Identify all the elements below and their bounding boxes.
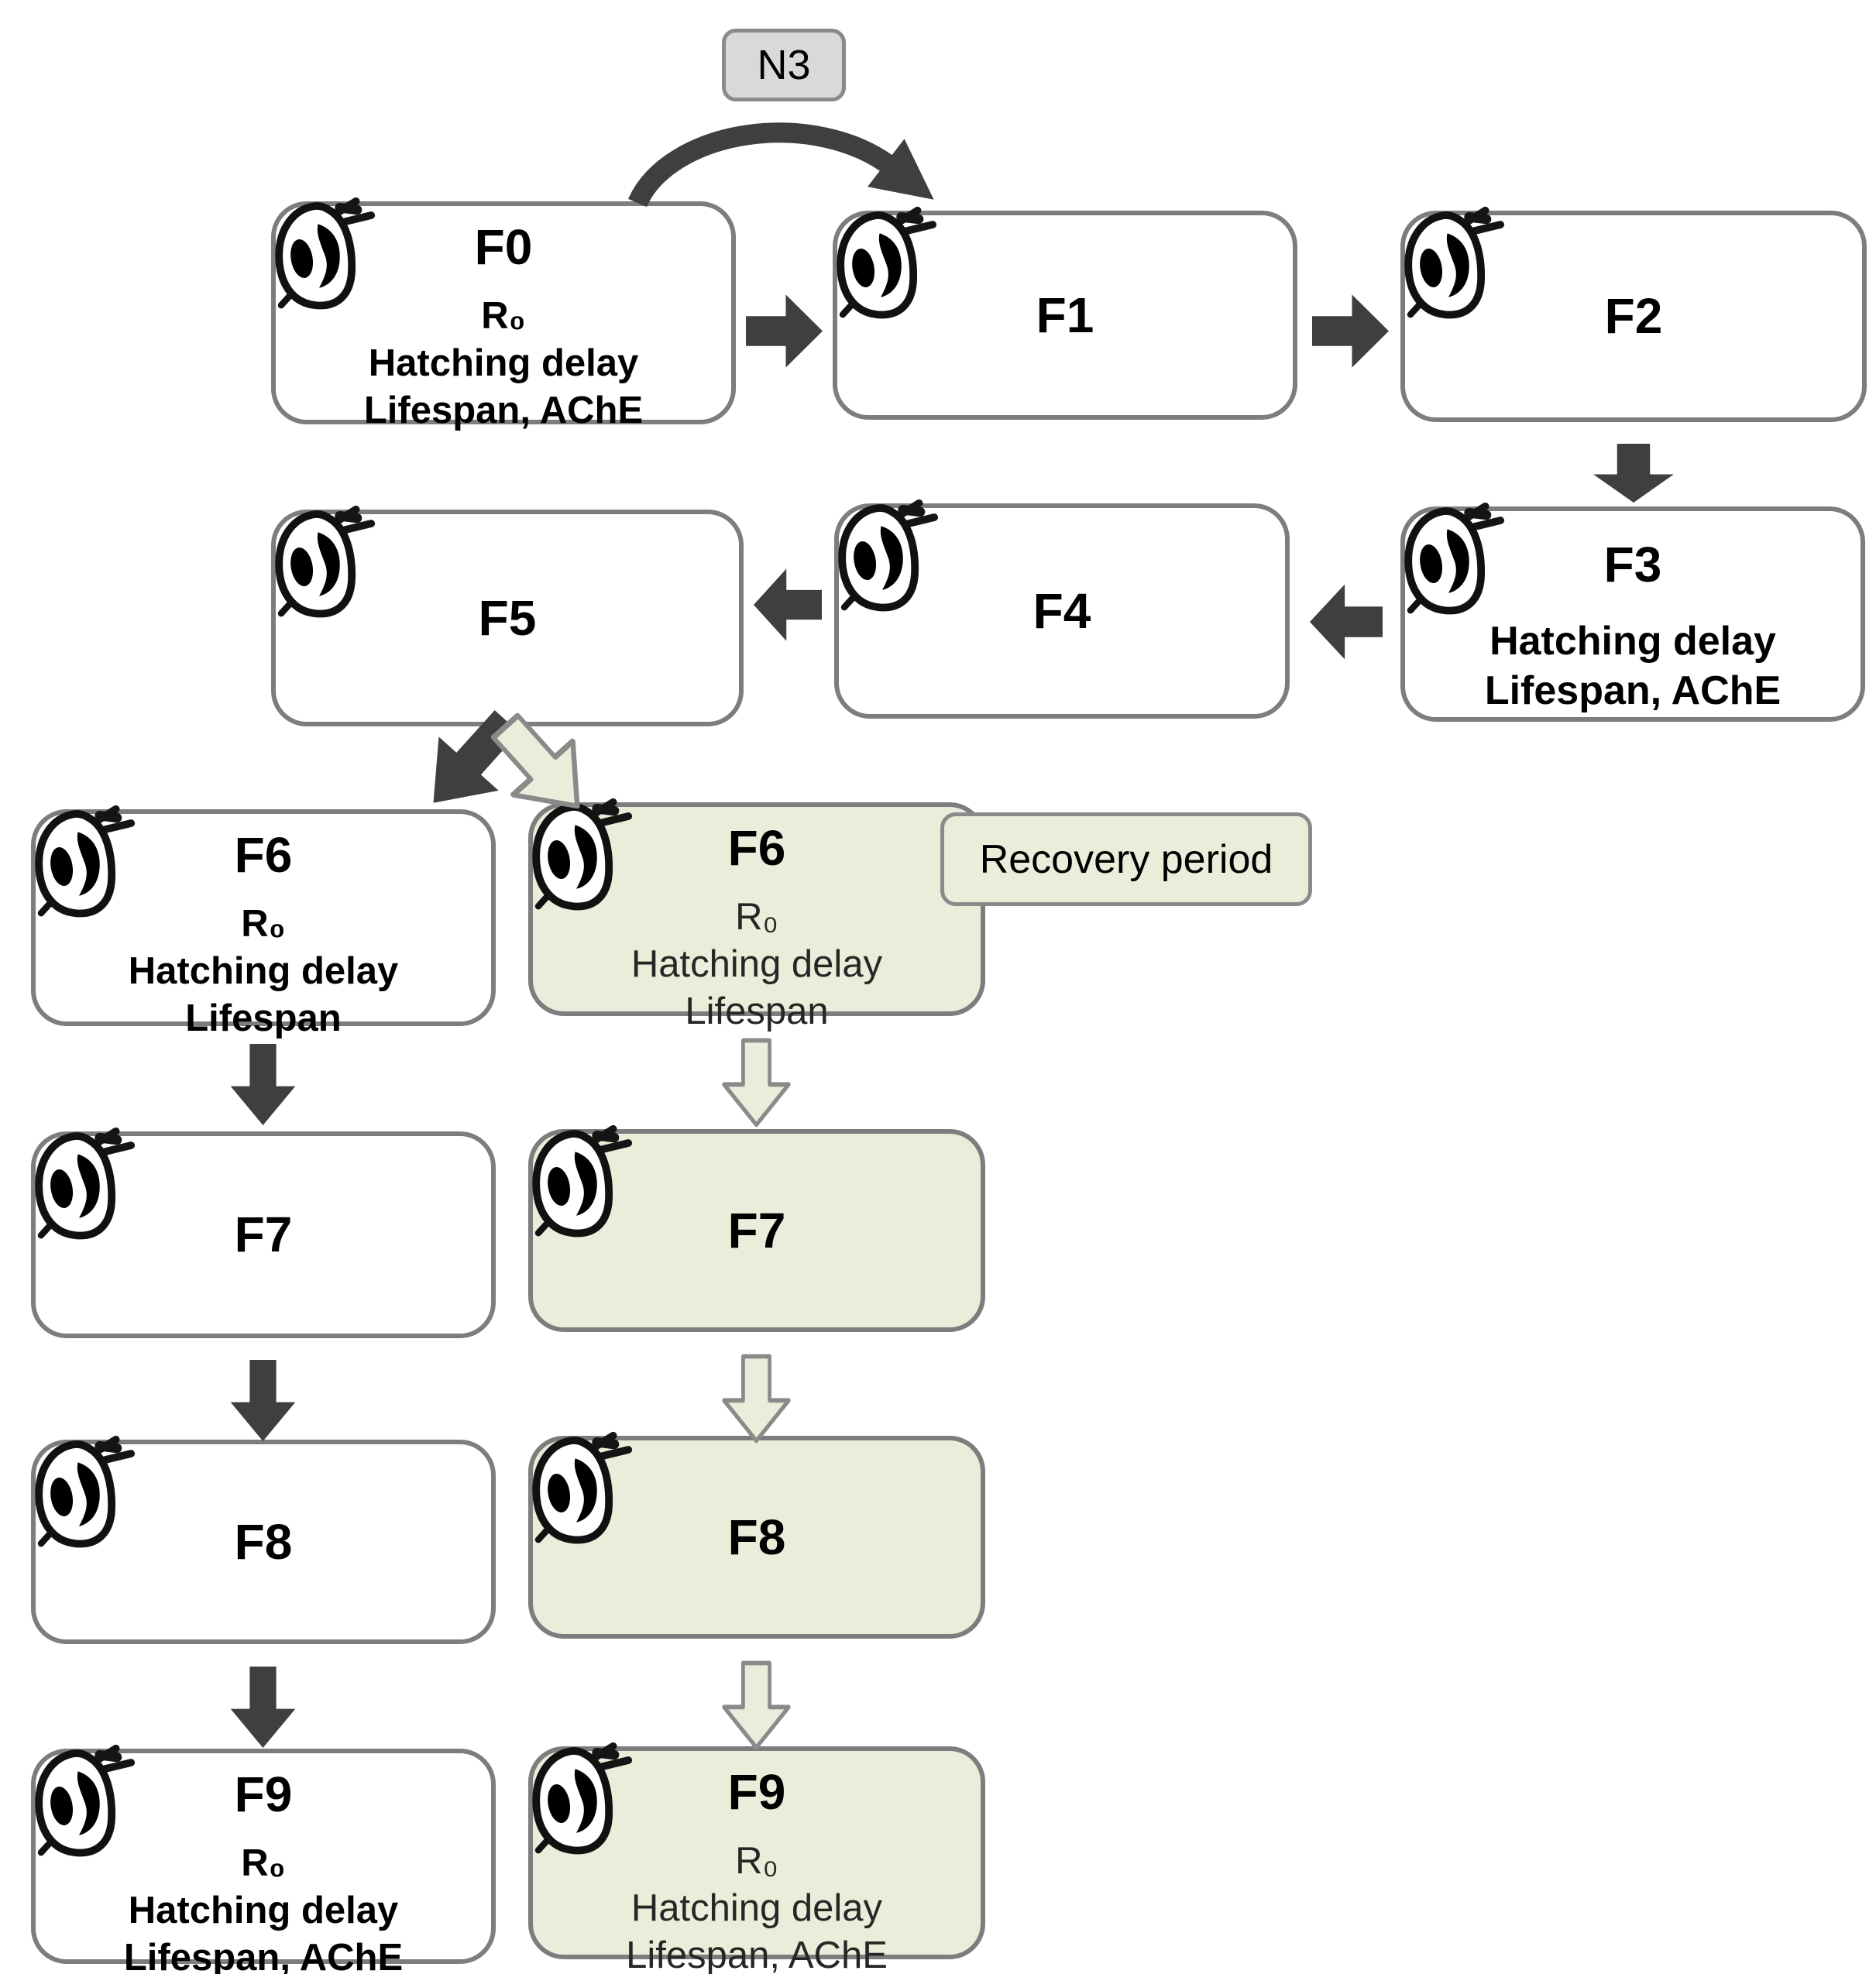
n3-badge: N3 [722, 29, 846, 101]
generation-label: F7 [234, 1207, 293, 1263]
generation-label: F1 [1036, 287, 1094, 343]
generation-label: F3 [1603, 537, 1662, 592]
arrow-f7-to-f8-recovery [720, 1354, 793, 1444]
endpoint-line: Lifespan [185, 997, 342, 1040]
generation-label: F7 [727, 1202, 786, 1258]
endpoint-line: Hatching delay [128, 1890, 399, 1932]
rotifer-icon [1396, 203, 1512, 322]
endpoint-line: Hatching delay [368, 342, 639, 385]
endpoint-line: Lifespan, AChE [123, 1937, 404, 1974]
rotifer-icon [26, 802, 143, 921]
recovery-period-text: Recovery period [979, 836, 1273, 882]
recovery-period-label: Recovery period [940, 812, 1312, 906]
endpoint-line: R₀ [481, 295, 526, 338]
generation-label: F5 [478, 589, 537, 646]
arrow-f6-to-f7-exposed [226, 1044, 300, 1125]
rotifer-icon [828, 203, 944, 322]
endpoint-line: Lifespan, AChE [1484, 668, 1782, 714]
generation-label: F0 [474, 219, 533, 275]
n3-label: N3 [757, 42, 811, 88]
rotifer-icon [524, 1428, 640, 1547]
generation-label: F4 [1032, 582, 1091, 639]
rotifer-icon [26, 1124, 143, 1243]
endpoint-line: Lifespan [685, 990, 829, 1033]
arrow-f1-to-f2 [1312, 290, 1389, 372]
generation-label: F9 [234, 1766, 293, 1822]
generation-label: F6 [234, 827, 293, 883]
endpoint-line: R₀ [241, 1842, 286, 1885]
rotifer-icon [266, 502, 383, 621]
arrow-f0-to-f1 [746, 290, 823, 372]
rotifer-icon [26, 1432, 143, 1551]
endpoint-line: Lifespan, AChE [363, 390, 644, 432]
endpoint-line: R₀ [241, 903, 286, 946]
generation-label: F9 [727, 1764, 786, 1820]
generation-box-f2: F2 [1400, 211, 1867, 422]
generation-label: F6 [727, 820, 786, 876]
generation-label: F8 [727, 1509, 786, 1565]
arrow-f3-to-f4 [1310, 579, 1383, 664]
generation-label: F8 [234, 1513, 293, 1570]
generation-box-f8-recovery: F8 [528, 1436, 985, 1639]
rotifer-icon [524, 1121, 640, 1241]
endpoint-line: Hatching delay [1489, 619, 1776, 664]
arrow-f2-to-f3 [1588, 444, 1679, 503]
generation-label: F2 [1604, 288, 1663, 345]
generation-box-f7-exposed: F7 [31, 1131, 496, 1338]
endpoint-line: Hatching delay [128, 950, 399, 993]
rotifer-icon [830, 496, 946, 615]
generation-box-f8-exposed: F8 [31, 1440, 496, 1644]
endpoint-line: R₀ [735, 1840, 778, 1883]
rotifer-icon [26, 1741, 143, 1860]
rotifer-icon [266, 194, 383, 313]
endpoint-line: Lifespan, AChE [626, 1935, 888, 1974]
arrow-f6-to-f7-recovery [720, 1038, 793, 1128]
endpoint-line: Hatching delay [630, 943, 883, 986]
arrow-f8-to-f9-exposed [226, 1667, 300, 1748]
arrow-f8-to-f9-recovery [720, 1660, 793, 1750]
generation-box-f1: F1 [833, 211, 1297, 420]
arrow-f4-to-f5 [754, 564, 822, 646]
arrow-f7-to-f8-exposed [226, 1360, 300, 1441]
generation-box-f7-recovery: F7 [528, 1129, 985, 1332]
endpoint-line: R₀ [735, 896, 778, 939]
generation-box-f4: F4 [834, 503, 1290, 719]
endpoint-line: Hatching delay [630, 1887, 883, 1930]
rotifer-icon [524, 1739, 640, 1858]
rotifer-icon [1396, 499, 1512, 618]
generation-box-f5: F5 [271, 510, 744, 726]
